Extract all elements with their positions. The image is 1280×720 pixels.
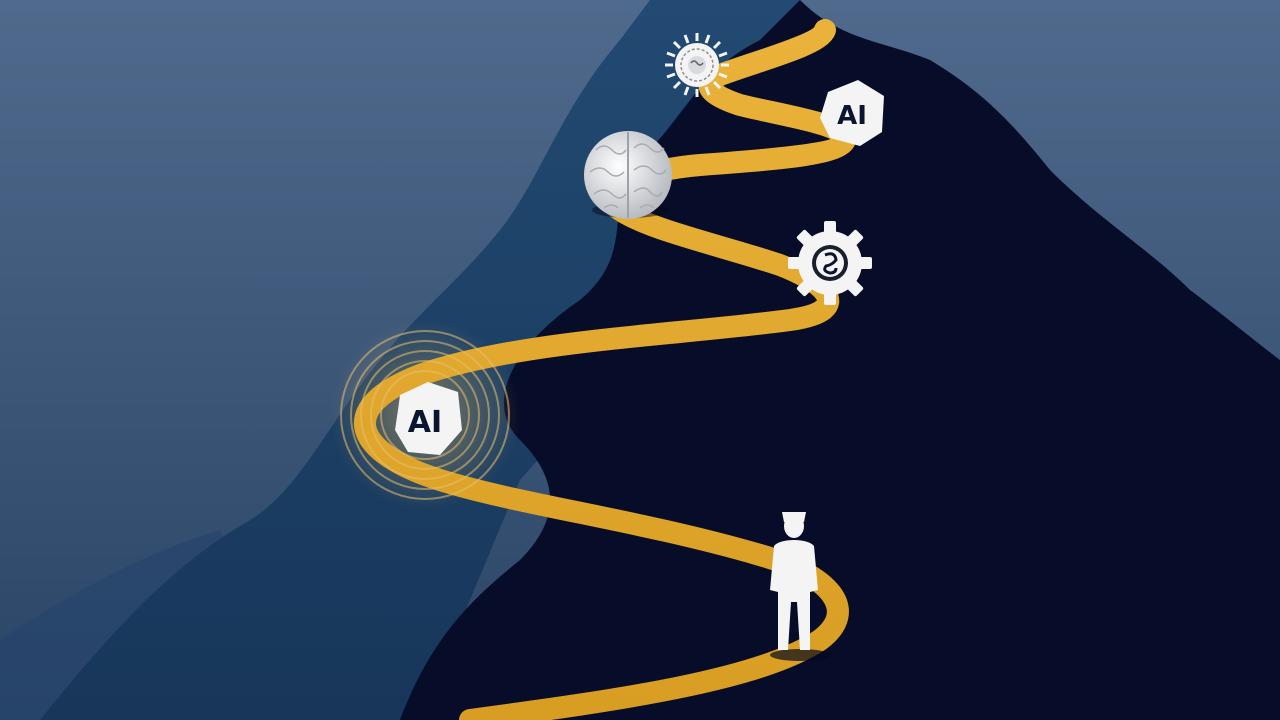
ai-badge-lower-label: AI [408, 405, 442, 440]
mountain-shadow-face [400, 0, 1280, 720]
sun-gear-icon [665, 33, 729, 97]
brain-icon [584, 131, 672, 219]
person-icon [770, 512, 830, 661]
ai-badge-upper-label: AI [837, 101, 867, 131]
ai-badge-radiating-icon: AI [395, 382, 462, 455]
radiating-rings [340, 330, 510, 500]
gear-icon [788, 221, 872, 305]
ai-badge-icon: AI [820, 80, 884, 146]
